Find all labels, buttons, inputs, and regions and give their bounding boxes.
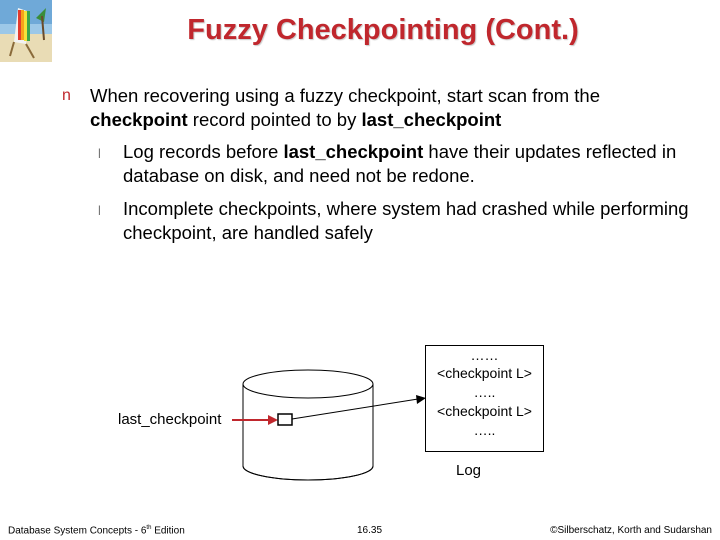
footer-text: Edition [151, 525, 185, 537]
log-line: <checkpoint L> [437, 403, 532, 419]
footer-text: Database System Concepts - 6 [8, 525, 147, 537]
bullet-text-part: When recovering using a fuzzy checkpoint… [90, 85, 601, 106]
pointer-arrowhead-icon [268, 415, 278, 425]
bullet-bold-term: checkpoint [90, 109, 188, 130]
bullet-text-part: have their updates reflected in database… [123, 141, 677, 186]
main-bullet-text: When recovering using a fuzzy checkpoint… [90, 84, 702, 132]
pointer-link-line [291, 398, 419, 420]
disk-cylinder-icon [242, 369, 374, 481]
main-bullet: n When recovering using a fuzzy checkpoi… [62, 84, 702, 132]
beach-chair-logo [0, 0, 52, 62]
footer-left: Database System Concepts - 6th Edition [8, 525, 185, 536]
last-checkpoint-label: last_checkpoint [118, 411, 222, 428]
bullet-marker: n [62, 87, 71, 104]
sub-bullet: l Log records before last_checkpoint hav… [98, 140, 698, 188]
footer-superscript: th [146, 525, 152, 531]
sub-bullet-marker: l [98, 146, 101, 161]
link-arrowhead-icon [416, 395, 426, 404]
log-line: ….. [473, 422, 496, 438]
log-caption: Log [456, 462, 482, 479]
bullet-text-part: record pointed to by [187, 109, 362, 130]
log-line: <checkpoint L> [437, 365, 532, 381]
bullet-bold-term: last_checkpoint [283, 141, 424, 162]
log-line: ….. [473, 384, 496, 400]
bullet-bold-term: last_checkpoint [361, 109, 502, 130]
sub-bullet-marker: l [98, 203, 101, 218]
sub-bullet-text: Incomplete checkpoints, where system had… [123, 198, 689, 243]
slide-title: Fuzzy Checkpointing (Cont.) [187, 14, 579, 46]
checkpoint-pointer-cell [277, 413, 293, 426]
page-number: 16.35 [357, 525, 383, 536]
log-line: …… [470, 347, 499, 363]
bullet-text-part: Log records before [123, 141, 284, 162]
sub-bullet: l Incomplete checkpoints, where system h… [98, 197, 698, 245]
log-box: …… <checkpoint L> ….. <checkpoint L> ….. [425, 345, 544, 452]
footer-copyright: ©Silberschatz, Korth and Sudarshan [550, 525, 712, 536]
sub-bullet-text: Log records before last_checkpoint have … [123, 140, 698, 188]
